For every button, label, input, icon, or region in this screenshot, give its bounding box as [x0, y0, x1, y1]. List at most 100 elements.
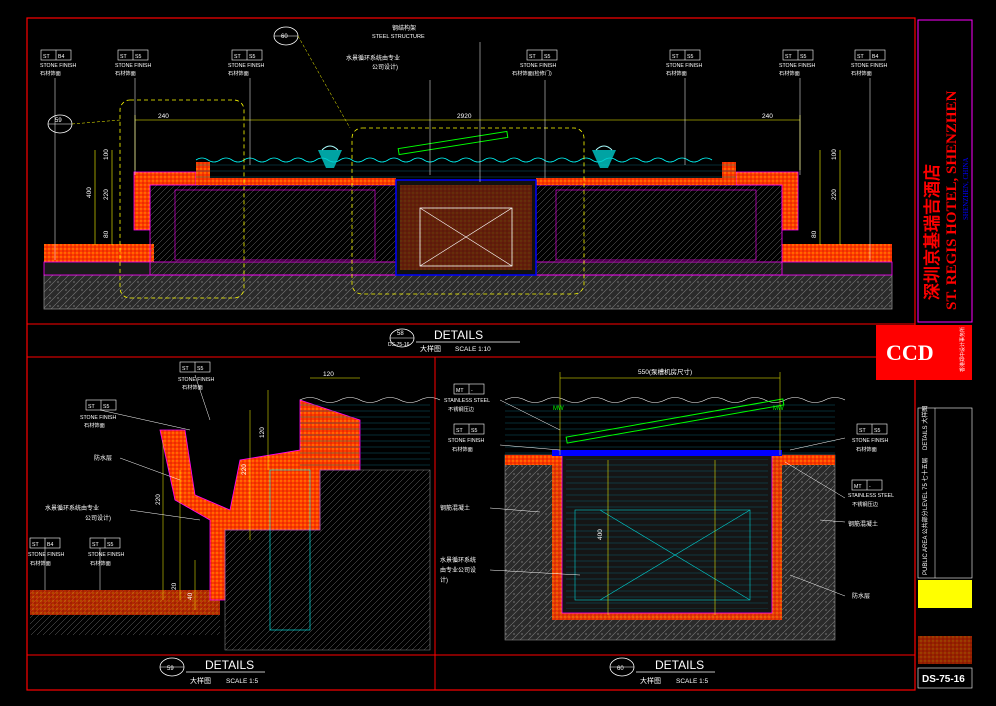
label-stone-finish: STONE FINISH: [851, 63, 887, 69]
tag-text-s5: S5: [687, 54, 693, 60]
title-block-stamp: [918, 636, 972, 664]
bl-stone-floor: [30, 590, 220, 615]
tag-br-mt-right[interactable]: [851, 479, 883, 491]
sheet-number: DS-75-16: [922, 674, 965, 685]
tag-bl-st-s5-top[interactable]: [179, 361, 211, 373]
dim-bl-220-v2: 220: [155, 494, 162, 505]
stone-band-left: [44, 244, 154, 262]
pump-box-cross-2: [419, 207, 513, 267]
tag-br-st-s5-left[interactable]: [453, 423, 485, 435]
tag-text-st: ST: [182, 366, 189, 372]
label-stone-finish-cn: 石材饰面: [84, 421, 105, 429]
dim-bl-120: 120: [323, 371, 334, 378]
tag-text-b4: B4: [872, 54, 878, 60]
tag-st-b4-right[interactable]: [854, 49, 886, 61]
label-stone-finish-cn: 石材饰面: [779, 69, 800, 77]
tag-st-b4-left[interactable]: [40, 49, 72, 61]
title-area: PUBLIC AREA 公共部分: [921, 510, 929, 575]
tag-text-st: ST: [234, 54, 241, 60]
label-stone-finish-cn: 石材饰面: [228, 69, 249, 77]
bl-channel: [269, 469, 311, 631]
tag-text-s5: S5: [544, 54, 550, 60]
dim-bl-220-v: 220: [241, 464, 248, 475]
pump-pit-lining: [400, 185, 532, 270]
title-level: LEVEL 75 七十五层: [921, 458, 929, 510]
inner-outline-left: [174, 189, 376, 261]
brand-logo-text: CCD: [886, 340, 934, 365]
detail-58-title: DETAILS: [434, 328, 483, 342]
tag-st-s5-1[interactable]: [117, 49, 149, 61]
label-stone-finish: STONE FINISH: [228, 63, 264, 69]
label-stone-finish-cn: 石材饰面: [452, 445, 473, 453]
top-tags: [40, 26, 886, 134]
detail-59-subtitle: 大样图: [190, 676, 211, 685]
label-stone-finish-cn: 石材饰面: [182, 383, 203, 391]
label-stone-finish-cn: 石材饰面: [90, 559, 111, 567]
label-stone-finish: STONE FINISH: [28, 552, 64, 558]
label-stainless-trim-cn: 不锈钢压边: [448, 405, 475, 413]
tag-text-st: ST: [857, 54, 864, 60]
tag-bl-st-s5-left[interactable]: [85, 399, 117, 411]
tag-st-s5-5[interactable]: [782, 49, 814, 61]
label-waterproof-cn: 防水层: [94, 454, 112, 462]
stone-top-left: [196, 162, 396, 185]
hotel-name-en: ST. REGIS HOTEL, SHENZHEN: [944, 90, 960, 310]
label-steel-structure: STEEL STRUCTURE: [372, 34, 425, 40]
label-water-system-cn-1: 水景循环系统由专业: [45, 504, 99, 512]
detail-60-number: 60: [617, 666, 624, 672]
dim-bl-120-v: 120: [259, 427, 266, 438]
label-mw-left: MW: [553, 406, 564, 412]
label-stone-finish: STONE FINISH: [666, 63, 702, 69]
tag-bl-st-b4[interactable]: [29, 537, 61, 549]
stone-band-right: [782, 244, 892, 262]
label-stone-finish: STONE FINISH: [80, 415, 116, 421]
dim-100-right: 100: [831, 149, 838, 160]
fountain-jet-left-icon: [318, 145, 342, 168]
label-stainless-steel: STAINLESS STEEL: [444, 398, 490, 404]
label-rc-concrete-cn: 钢筋混凝土: [440, 504, 470, 512]
tag-br-mt[interactable]: [453, 383, 485, 395]
tag-text-st: ST: [92, 542, 99, 548]
tag-st-s5-2[interactable]: [231, 49, 263, 61]
tag-bl-st-s5-bottom[interactable]: [89, 537, 121, 549]
label-stone-finish: STONE FINISH: [448, 438, 484, 444]
dim-220-left: 220: [103, 189, 110, 200]
dim-80-right: 80: [811, 230, 818, 238]
tag-st-s5-3[interactable]: [526, 49, 558, 61]
dim-220-right: 220: [831, 189, 838, 200]
bl-tags: [29, 361, 211, 549]
label-water-system-b2: 由专业公司设: [440, 566, 476, 574]
sheet-number-box: [917, 667, 973, 689]
tag-text-b4: B4: [58, 54, 64, 60]
callout-59-text: 59: [55, 118, 62, 124]
detail-60-scale: SCALE 1:5: [676, 678, 709, 685]
steel-structure-bar: [397, 130, 509, 156]
pool-right-body: [535, 184, 783, 276]
tag-text-st: ST: [43, 54, 50, 60]
detail-59-scale: SCALE 1:5: [226, 678, 259, 685]
tag-text-s5: S5: [107, 542, 113, 548]
label-stainless-trim-cn: 不锈钢压边: [852, 500, 879, 508]
label-stone-finish: STONE FINISH: [88, 552, 124, 558]
leader-lines-top: [54, 42, 871, 260]
hotel-location: SHENZHEN, CHINA: [962, 157, 970, 220]
title-block-info-frame: [917, 407, 973, 579]
label-steel-structure-cn: 钢结构架: [392, 24, 416, 32]
pool-left-body: [149, 184, 397, 276]
detail-60-title: DETAILS: [655, 658, 704, 672]
br-leaders: [489, 399, 846, 597]
dim-br-width: 550(泵槽机房尺寸): [638, 367, 692, 376]
label-stone-finish-cn: 石材饰面: [30, 559, 51, 567]
tag-br-st-s5-right[interactable]: [856, 423, 888, 435]
label-stone-finish-cn: 石材饰面: [851, 69, 872, 77]
dim-top-right: 240: [762, 113, 773, 120]
callout-box-59: [119, 99, 245, 299]
detail-58-sheet-ref: DS-75-16: [388, 342, 410, 348]
label-stone-finish-cn: 石材饰面: [666, 69, 687, 77]
dim-br-depth: 400: [597, 529, 604, 540]
label-stone-finish: STONE FINISH: [852, 438, 888, 444]
title-block: [876, 19, 973, 689]
tag-st-s5-4[interactable]: [669, 49, 701, 61]
tag-text-st: ST: [88, 404, 95, 410]
fountain-jet-right-icon: [592, 145, 616, 168]
